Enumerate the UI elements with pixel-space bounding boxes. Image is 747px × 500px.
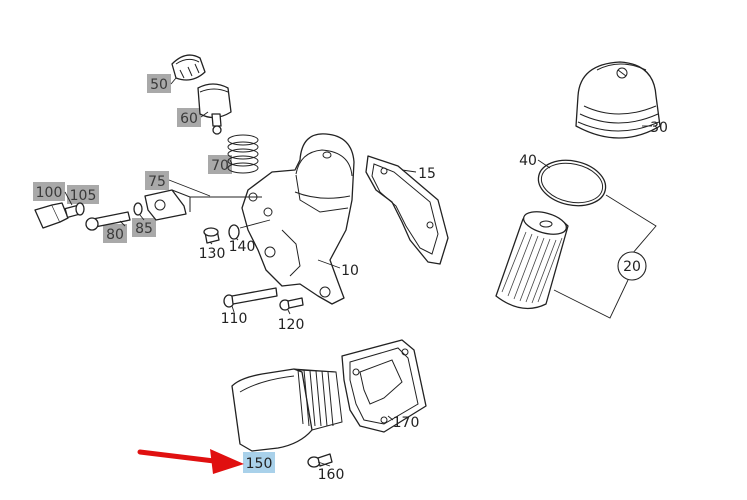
label-80-background — [103, 224, 127, 243]
label-80: 80 — [106, 227, 124, 243]
part-30-filter-cover — [575, 61, 661, 139]
label-50-background — [147, 74, 171, 93]
part-105-oring — [75, 202, 85, 216]
label-20: 20 — [623, 259, 641, 275]
label-150: 150 — [246, 456, 273, 472]
part-110-bolt — [223, 287, 278, 308]
part-50-cap — [171, 54, 206, 81]
label-170: 170 — [393, 415, 420, 431]
label-15: 15 — [418, 166, 436, 182]
part-80-screw — [85, 211, 131, 231]
label-20-circle — [617, 251, 647, 281]
label-160: 160 — [318, 467, 345, 483]
label-60: 60 — [180, 111, 198, 127]
part-100-sensor — [34, 202, 80, 229]
label-100-background — [33, 182, 65, 201]
part-20-filter-element — [495, 211, 569, 310]
label-70: 70 — [211, 158, 229, 174]
label-10: 10 — [341, 263, 359, 279]
label-30: 30 — [650, 120, 668, 136]
label-75-background — [145, 171, 169, 190]
part-40-oring — [537, 159, 607, 207]
label-40: 40 — [519, 153, 537, 169]
part-15-gasket — [365, 155, 449, 265]
part-140-seal — [228, 224, 240, 240]
part-170-gasket — [341, 339, 427, 433]
part-120-bolt — [279, 297, 304, 311]
label-50: 50 — [150, 77, 168, 93]
label-120: 120 — [278, 317, 305, 333]
part-60-valve — [197, 83, 232, 135]
part-labels: 50 60 70 75 80 85 100 105 10 15 20 30 40… — [36, 77, 668, 483]
red-arrow-icon — [137, 449, 244, 474]
label-70-background — [208, 155, 232, 174]
label-140: 140 — [229, 239, 256, 255]
label-85: 85 — [135, 221, 153, 237]
part-150-oil-cooler — [231, 368, 343, 452]
label-130: 130 — [199, 246, 226, 262]
part-130-plug — [203, 227, 220, 244]
part-10-housing — [241, 133, 355, 305]
part-70-spring — [227, 134, 259, 174]
part-75-adapter — [144, 189, 191, 221]
part-85-ring — [133, 202, 143, 216]
label-75: 75 — [148, 174, 166, 190]
label-110: 110 — [221, 311, 248, 327]
leader-lines — [64, 77, 657, 467]
label-105: 105 — [70, 188, 97, 204]
label-85-background — [132, 218, 156, 237]
label-150-background — [243, 452, 275, 473]
label-105-background — [67, 185, 99, 204]
label-100: 100 — [36, 185, 63, 201]
label-60-background — [177, 108, 201, 127]
label-backgrounds — [33, 74, 275, 473]
